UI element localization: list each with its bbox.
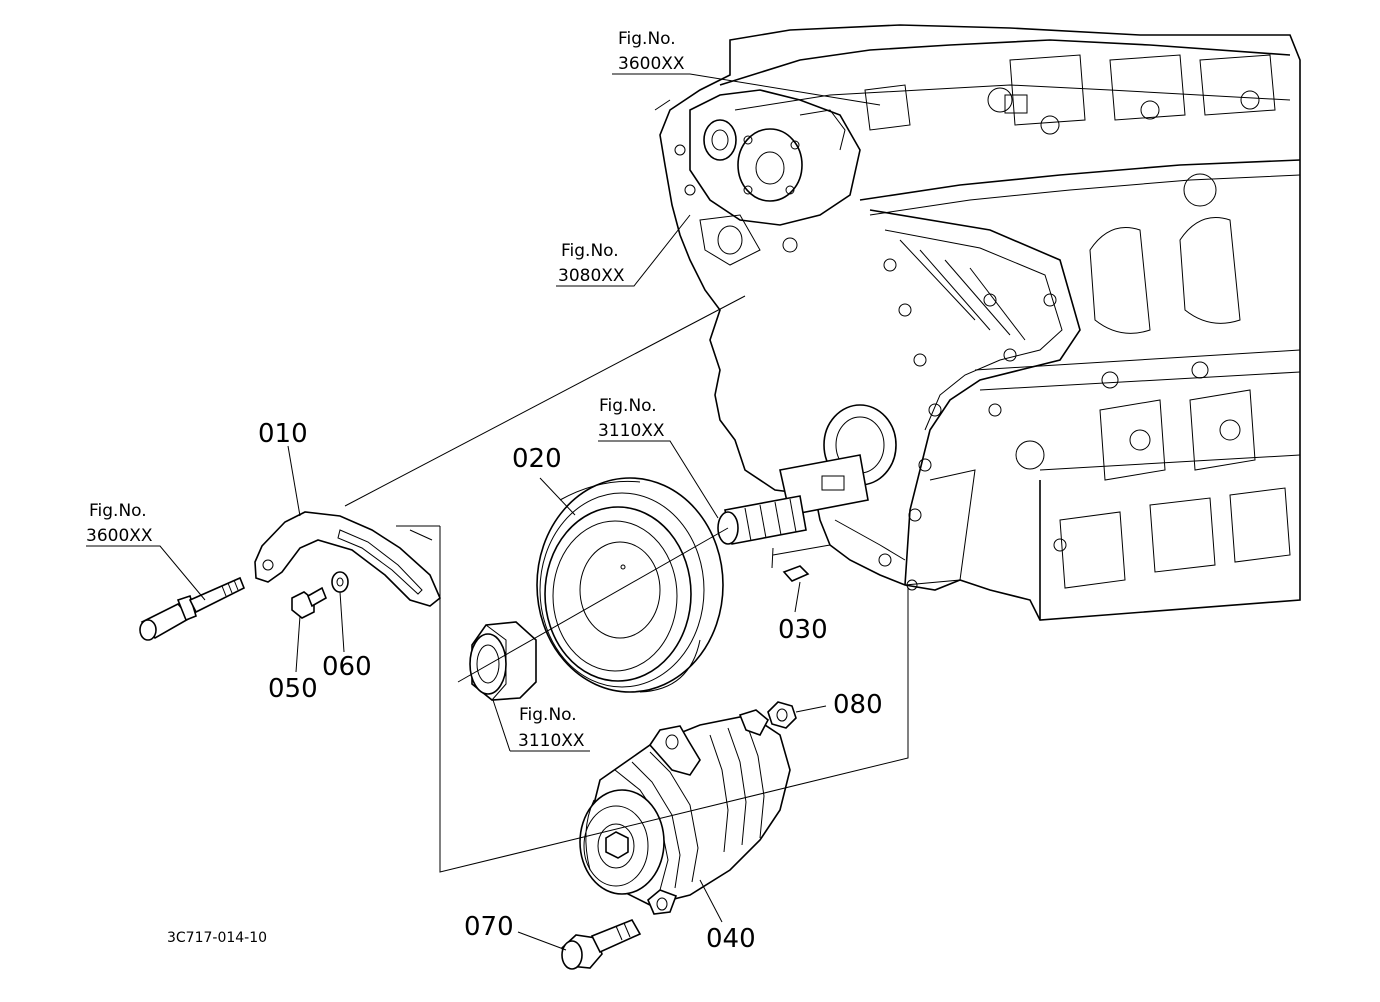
alternator-040 — [579, 709, 791, 915]
part-label-040[interactable]: 040 — [706, 924, 756, 954]
fig-ref-number: 3080XX — [558, 266, 625, 286]
bracket-010 — [254, 511, 441, 607]
drawing-code: 3C717-014-10 — [167, 930, 267, 946]
nut-080 — [767, 701, 797, 729]
crank-nut — [469, 621, 537, 701]
key-030 — [772, 544, 831, 582]
washer-060 — [331, 571, 349, 593]
bolt-070 — [561, 918, 642, 970]
engine-block — [659, 24, 1301, 621]
fig-ref-number: 3600XX — [618, 54, 685, 74]
fig-ref-number: 3110XX — [598, 421, 665, 441]
part-label-020[interactable]: 020 — [512, 444, 562, 474]
part-label-080[interactable]: 080 — [833, 690, 883, 720]
part-label-050[interactable]: 050 — [268, 674, 318, 704]
assembly-lines — [344, 99, 909, 873]
part-label-070[interactable]: 070 — [464, 912, 514, 942]
leader-lines — [86, 73, 881, 951]
fig-ref-number: 3110XX — [518, 731, 585, 751]
part-label-060[interactable]: 060 — [322, 652, 372, 682]
fig-ref-label: Fig.No. — [618, 29, 676, 49]
crank-pulley-020 — [536, 477, 724, 693]
long-bolt — [139, 576, 246, 641]
crankshaft-nose — [717, 404, 897, 545]
fig-ref-label: Fig.No. — [561, 241, 619, 261]
part-label-030[interactable]: 030 — [778, 615, 828, 645]
water-pump — [674, 84, 1028, 266]
fig-ref-3110-nut[interactable]: Fig.No. 3110XX — [518, 705, 585, 751]
fig-ref-3080[interactable]: Fig.No. 3080XX — [558, 241, 625, 286]
bolt-050 — [291, 586, 328, 619]
fig-ref-3600-left[interactable]: Fig.No. 3600XX — [86, 501, 153, 546]
fig-ref-label: Fig.No. — [89, 501, 147, 521]
fig-ref-3110-shaft[interactable]: Fig.No. 3110XX — [598, 396, 665, 441]
part-label-010[interactable]: 010 — [258, 419, 308, 449]
fig-ref-label: Fig.No. — [599, 396, 657, 416]
fig-ref-label: Fig.No. — [519, 705, 577, 725]
fig-ref-number: 3600XX — [86, 526, 153, 546]
fig-ref-3600-top[interactable]: Fig.No. 3600XX — [618, 29, 685, 74]
